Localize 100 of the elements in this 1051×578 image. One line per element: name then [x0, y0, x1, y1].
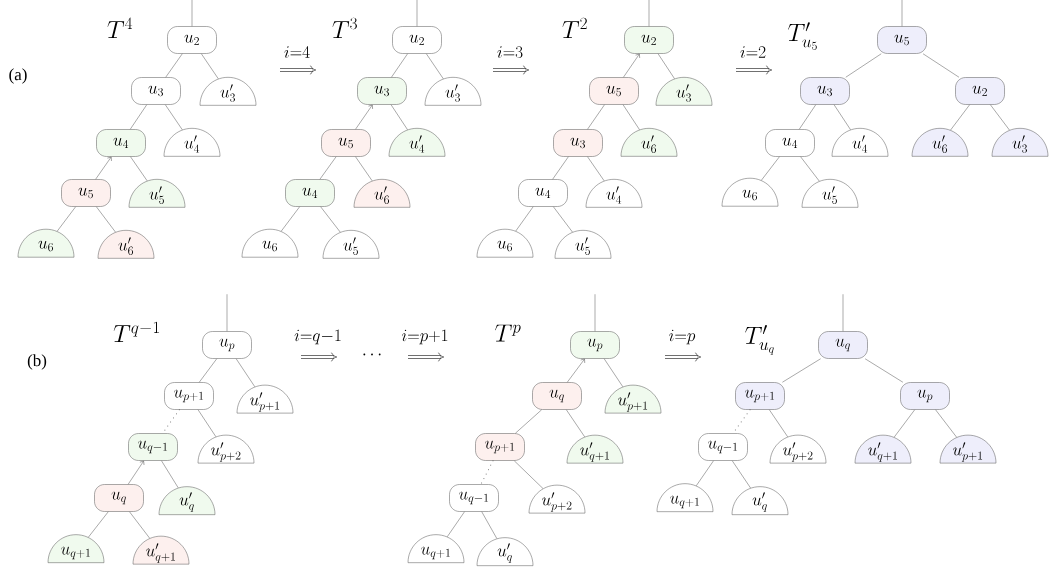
tree-node: $u_{q-1}$ — [128, 433, 178, 461]
tree-node: $u_{4}$ — [518, 179, 568, 207]
tree-edge — [320, 206, 341, 233]
tree-edge — [732, 460, 751, 489]
arrow — [127, 460, 145, 485]
tree-edge — [390, 104, 408, 130]
step-label: $i{=}4$ — [284, 46, 310, 58]
tree-edge — [88, 511, 109, 538]
tree-edge — [226, 294, 228, 332]
leaf-node: $u'_{p+1}$ — [939, 434, 997, 464]
tree-edge — [161, 460, 179, 489]
tree-edge — [280, 206, 300, 232]
tree-edge — [990, 104, 1010, 131]
tree-edge — [761, 156, 780, 181]
tree-label: $T^{2}$ — [562, 17, 587, 39]
tree-edge — [552, 156, 569, 180]
ellipsis: $\cdots$ — [363, 353, 381, 356]
arrow — [355, 104, 373, 130]
leaf-node: $u'_{p+2}$ — [528, 484, 586, 514]
tree-node: $u_{q-1}$ — [698, 433, 748, 461]
step-label: $i{=}3$ — [497, 46, 523, 58]
tree-label: $T^{q-1}$ — [113, 321, 160, 343]
step-label: $i{=}p{+}1$ — [401, 329, 448, 345]
leaf-node: $u'_{q}$ — [731, 486, 789, 515]
tree-edge — [800, 156, 820, 182]
tree-edge — [165, 53, 183, 78]
tree-edge — [514, 460, 544, 489]
tree-edge — [319, 156, 337, 180]
tree-edge — [96, 206, 116, 233]
tree-edge — [799, 104, 816, 130]
leaf-node: $u'_{5}$ — [554, 230, 612, 259]
tree-edge — [845, 53, 882, 78]
tree-edge — [622, 104, 640, 130]
leaf-node: $u'_{q+1}$ — [566, 434, 624, 464]
tree-node: $u_{4}$ — [96, 129, 146, 157]
tree-node: $u_{3}$ — [357, 77, 407, 105]
tree-node: $u_{p+1}$ — [475, 433, 525, 461]
tree-label: $T'_{u_q}$ — [745, 325, 774, 355]
tree-edge — [566, 409, 585, 438]
tree-edge — [587, 104, 605, 130]
tree-edge — [553, 206, 573, 233]
tree-edge — [162, 409, 180, 434]
leaf-node: $u_{q+1}$ — [407, 534, 465, 563]
tree-node: $u_{p+1}$ — [735, 382, 785, 410]
step-label: $i{=}q{-}1$ — [294, 329, 341, 345]
tree-edge — [587, 156, 605, 182]
tree-edge — [657, 53, 675, 79]
tree-edge — [950, 104, 970, 131]
tree-edge — [197, 409, 217, 437]
tree-edge — [648, 0, 650, 27]
leaf-node: $u_{6}$ — [476, 228, 534, 258]
leaf-node: $u'_{6}$ — [97, 230, 155, 259]
tree-node: $u_{q}$ — [94, 484, 144, 512]
tree-edge — [56, 206, 76, 232]
leaf-node: $u_{6}$ — [721, 177, 779, 207]
tree-edge — [191, 0, 193, 27]
leaf-node: $u'_{q}$ — [158, 486, 216, 515]
tree-node: $u_{3}$ — [131, 77, 181, 105]
tree-node: $u_{p}$ — [202, 331, 252, 359]
leaf-node: $u'_{3}$ — [991, 128, 1049, 157]
tree-label: $T'_{u_5}$ — [788, 22, 817, 50]
tree-edge — [481, 511, 498, 539]
panel-label: (b) — [27, 354, 47, 370]
tree-node: $u_{4}$ — [765, 129, 815, 157]
tree-node: $u_{5}$ — [321, 129, 371, 157]
leaf-node: $u'_{4}$ — [388, 128, 446, 157]
tree-node: $u_{3}$ — [553, 129, 603, 157]
tree-edge — [696, 460, 714, 486]
leaf-node: $u_{6}$ — [241, 228, 299, 258]
tree-edge — [901, 0, 903, 27]
tree-node: $u_{4}$ — [285, 179, 335, 207]
leaf-node: $u'_{6}$ — [911, 128, 969, 157]
tree-edge — [515, 409, 542, 434]
tree-edge — [922, 53, 960, 78]
tree-node: $u_{2}$ — [955, 77, 1005, 105]
tree-edge — [130, 104, 147, 130]
leaf-node: $u'_{p+2}$ — [769, 434, 827, 464]
panel-label: (a) — [9, 68, 27, 84]
leaf-node: $u'_{6}$ — [353, 179, 411, 208]
tree-edge — [893, 409, 915, 438]
tree-edge — [129, 511, 150, 539]
leaf-node: $u_{q+1}$ — [656, 483, 714, 512]
tree-edge — [199, 358, 217, 383]
tree-node: $u_{5}$ — [61, 179, 111, 207]
leaf-node: $u'_{q+1}$ — [854, 434, 912, 464]
arrow — [623, 53, 640, 78]
tree-node: $u_{q-1}$ — [449, 484, 499, 512]
tree-edge — [935, 409, 957, 438]
tree-edge — [842, 294, 844, 332]
leaf-node: $u'_{4}$ — [585, 179, 643, 208]
tree-edge — [165, 104, 183, 131]
tree-edge — [130, 156, 148, 182]
leaf-node: $u'_{5}$ — [322, 230, 380, 259]
tree-label: $T^{4}$ — [107, 17, 133, 39]
tree-edge — [732, 409, 751, 434]
leaf-node: $u'_{6}$ — [620, 128, 678, 157]
tree-node: $u_{3}$ — [800, 77, 850, 105]
tree-node: $u_{q}$ — [532, 382, 582, 410]
leaf-node: $u'_{4}$ — [831, 128, 889, 157]
tree-edge — [769, 409, 788, 438]
